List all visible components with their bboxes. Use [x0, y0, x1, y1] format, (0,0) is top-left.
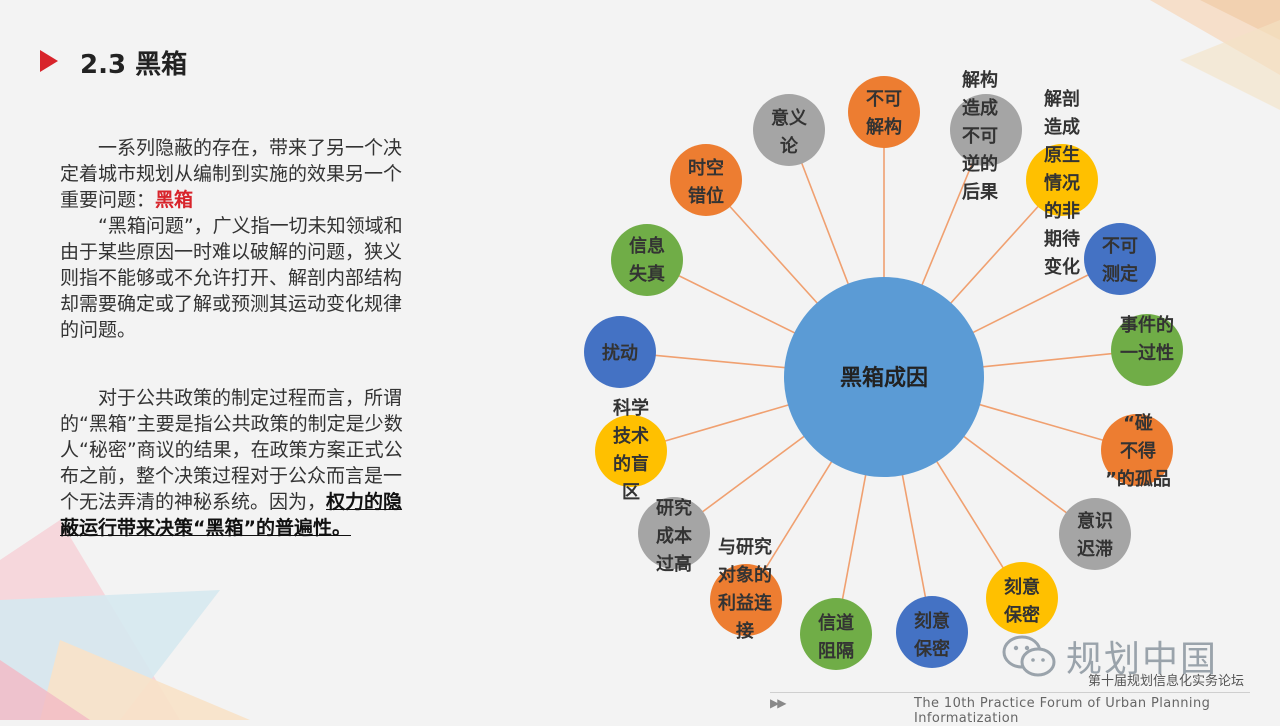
- cause-node-label: 不可测定: [1102, 236, 1138, 285]
- slide-title: 2.3 黑箱: [80, 50, 188, 80]
- cause-node-label: 不可解构: [866, 89, 902, 138]
- footer-arrows: ▶▶: [770, 696, 787, 710]
- cause-node-circle: [1059, 498, 1131, 570]
- cause-node-label: 扰动: [602, 342, 638, 364]
- watermark-subtitle: 第十届规划信息化实务论坛: [1088, 674, 1245, 689]
- cause-node-circle: [595, 415, 667, 487]
- footer-divider: [770, 692, 1250, 693]
- cause-node-label: 时空错位: [688, 157, 724, 207]
- watermark-logo: 规划中国: [1000, 630, 1218, 682]
- center-node-label: 黑箱成因: [840, 365, 928, 391]
- cause-node-label: 信息失真: [629, 235, 665, 285]
- title-marker: [40, 50, 58, 72]
- cause-node-label: 刻意保密: [1003, 576, 1040, 626]
- paragraph-3: 对于公共政策的制定过程而言，所谓的“黑箱”主要是指公共政策的制定是少数人“秘密”…: [60, 387, 403, 539]
- cause-node-label: 解剖造成原生情况的非期待变化: [1044, 88, 1080, 278]
- cause-node-circle: [638, 497, 710, 569]
- cause-node-circle: [611, 224, 683, 296]
- cause-node-circle: [1111, 314, 1183, 386]
- emphasis-text: 权力的隐蔽运行带来决策“黑箱”的普遍性。: [60, 491, 403, 539]
- cause-node-circle: [1026, 144, 1098, 216]
- cause-node-circle: [1084, 223, 1156, 295]
- cause-node-label: 科学技术的盲区: [613, 397, 649, 503]
- cause-node-circle: [848, 76, 920, 148]
- cause-node-label: 研究成本过高: [656, 497, 692, 575]
- body-text: 一系列隐蔽的存在，带来了另一个决定着城市规划从编制到实施的效果另一个重要问题：黑…: [60, 135, 420, 541]
- cause-node-circle: [950, 94, 1022, 166]
- footer-text: The 10th Practice Forum of Urban Plannin…: [914, 696, 1211, 726]
- cause-node-circle: [986, 562, 1058, 634]
- cause-node-label: 与研究对象的利益连接: [718, 536, 773, 642]
- wechat-icon: [1002, 635, 1056, 677]
- highlight-black-box: 黑箱: [155, 189, 194, 211]
- cause-node-circle: [584, 316, 656, 388]
- cause-node-circle: [710, 564, 782, 636]
- cause-node-label: 信道阻隔: [818, 612, 854, 662]
- cause-node-label: 意识迟滞: [1077, 510, 1113, 560]
- cause-node-circle: [1101, 414, 1173, 486]
- watermark-name: 规划中国: [1066, 639, 1219, 680]
- cause-node-circle: [670, 144, 742, 216]
- center-node-circle: [784, 277, 984, 477]
- cause-node-circle: [896, 596, 968, 668]
- cause-node-label: 解构造成不可逆的后果: [962, 69, 999, 203]
- cause-node-circle: [800, 598, 872, 670]
- cause-node-circle: [753, 94, 825, 166]
- paragraph-2: “黑箱问题”，广义指一切未知领域和由于某些原因一时难以破解的问题，狭义则指不能够…: [60, 215, 403, 341]
- cause-node-label: 刻意保密: [913, 610, 950, 660]
- cause-node-label: 意义论: [771, 107, 807, 157]
- cause-node-label: 事件的一过性: [1120, 314, 1174, 364]
- cause-node-label: “碰不得”的孤品: [1105, 412, 1171, 490]
- paragraph-1: 一系列隐蔽的存在，带来了另一个决定着城市规划从编制到实施的效果另一个重要问题：黑…: [60, 137, 403, 211]
